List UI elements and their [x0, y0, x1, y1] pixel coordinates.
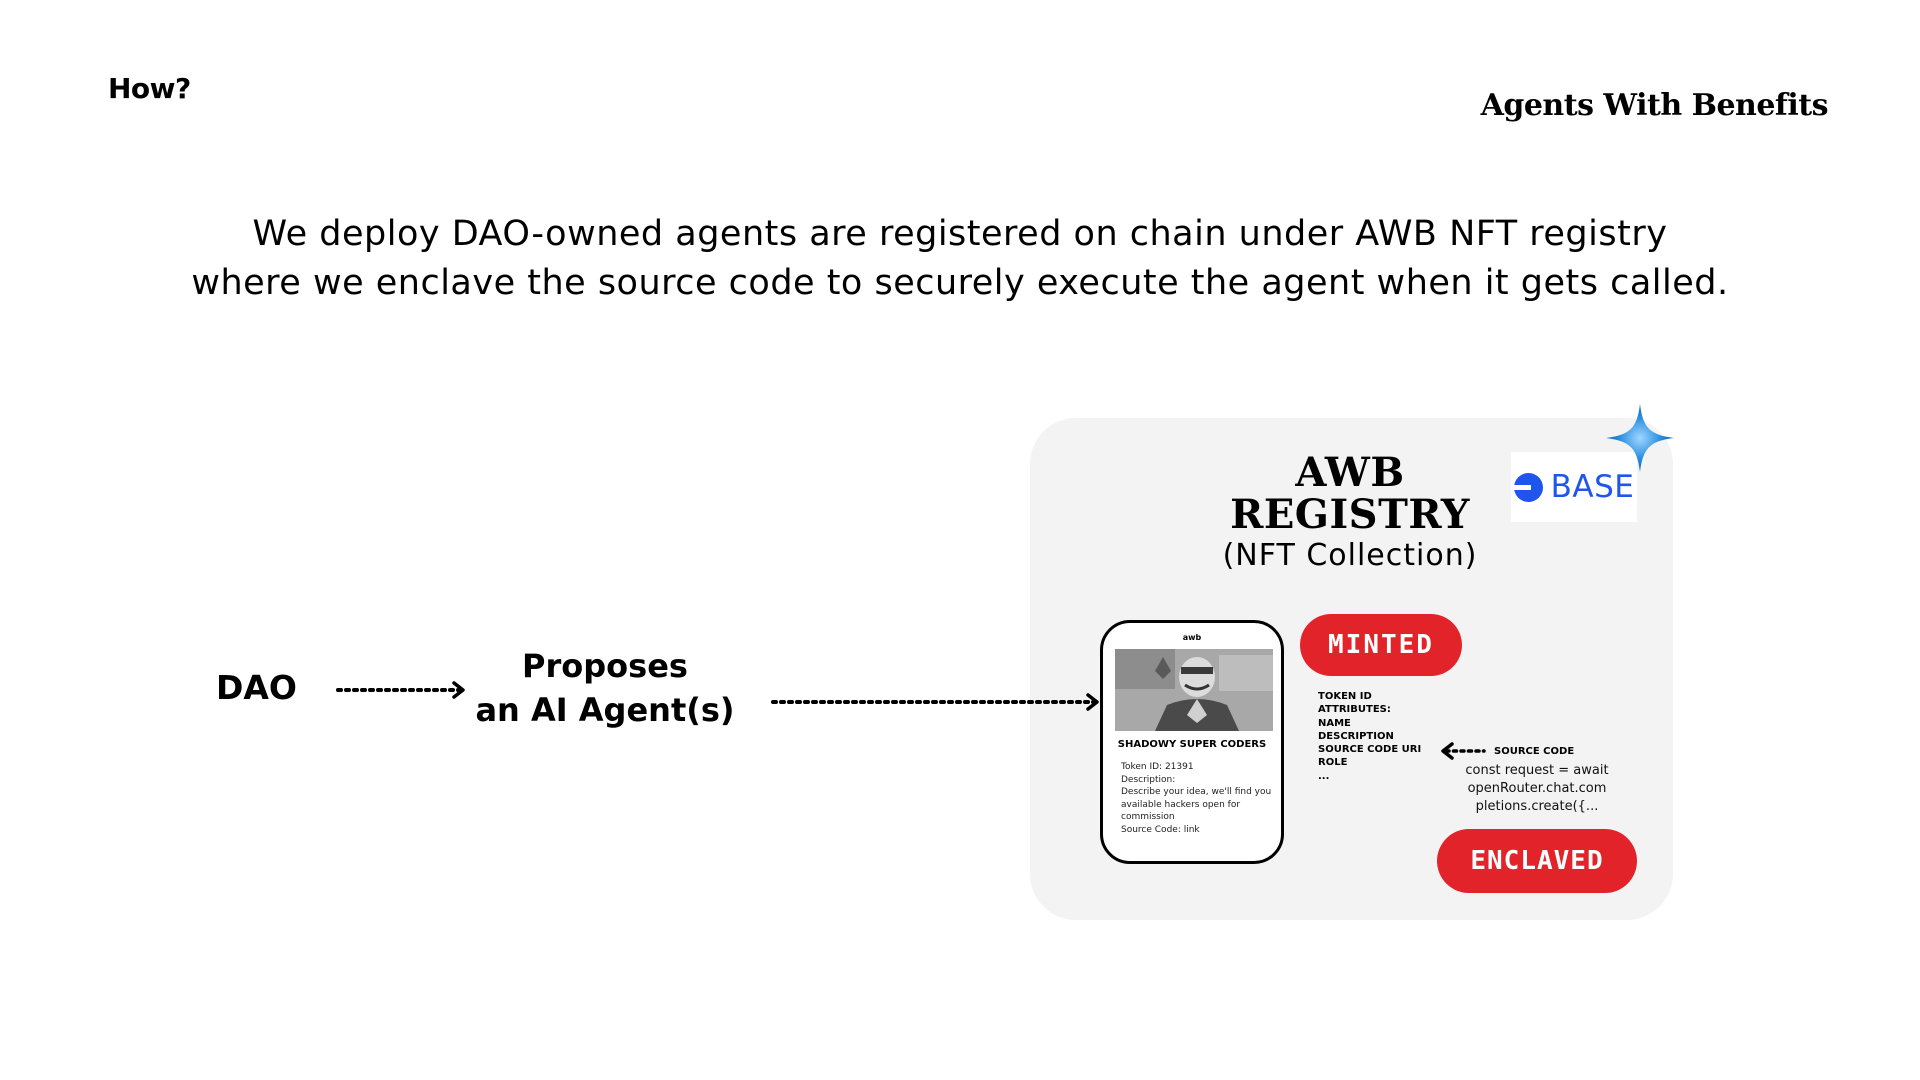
attribute-item: ATTRIBUTES:: [1318, 704, 1391, 716]
card-description: Describe your idea, we'll find you avail…: [1121, 787, 1272, 822]
attribute-item: DESCRIPTION: [1318, 730, 1394, 742]
minted-badge: MINTED: [1300, 614, 1462, 676]
card-details: Token ID: 21391 Description: Describe yo…: [1121, 761, 1273, 836]
source-code-line: openRouter.chat.com: [1467, 781, 1607, 796]
card-name: SHADOWY SUPER CODERS: [1117, 739, 1267, 750]
attribute-item: ROLE: [1318, 757, 1348, 769]
registry-title-line-1: AWB: [1295, 449, 1405, 496]
hacker-avatar-icon: [1115, 649, 1273, 731]
intro-line-2: where we enclave the source code to secu…: [191, 263, 1729, 303]
attribute-item: SOURCE CODE URI: [1318, 744, 1422, 756]
proposes-line-1: Proposes: [522, 647, 688, 685]
section-label: How?: [108, 72, 191, 105]
card-token-id: Token ID: 21391: [1121, 762, 1194, 772]
registry-title-line-2: REGISTRY: [1230, 491, 1470, 538]
card-description-label: Description:: [1121, 774, 1176, 785]
enclaved-badge: ENCLAVED: [1437, 829, 1637, 893]
sparkle-icon: [1606, 404, 1674, 472]
source-code-line: const request = await: [1465, 763, 1609, 778]
attribute-item: ...: [1318, 770, 1330, 782]
card-image: [1115, 649, 1273, 731]
proposes-line-2: an AI Agent(s): [475, 691, 735, 729]
brand-name: Agents With Benefits: [1480, 88, 1829, 123]
nft-card: awb SHADOWY SUPER CODERS Token ID: 21391…: [1100, 620, 1284, 864]
card-logo: awb: [1182, 633, 1202, 642]
intro-text: We deploy DAO-owned agents are registere…: [0, 210, 1920, 308]
arrow-dao-to-proposes: [336, 681, 465, 699]
source-code-label: SOURCE CODE: [1494, 746, 1575, 757]
registry-title: AWB REGISTRY: [1215, 452, 1485, 536]
attributes-list: TOKEN ID ATTRIBUTES: NAME DESCRIPTION SO…: [1318, 690, 1421, 783]
base-mark-icon: [1513, 472, 1543, 502]
intro-line-1: We deploy DAO-owned agents are registere…: [252, 214, 1668, 254]
source-code-snippet: const request = await openRouter.chat.co…: [1455, 762, 1619, 816]
card-source-code: Source Code: link: [1121, 824, 1200, 835]
attribute-item: TOKEN ID: [1318, 691, 1372, 702]
attribute-item: NAME: [1318, 717, 1351, 729]
registry-subtitle: (NFT Collection): [1222, 538, 1478, 573]
dao-node: DAO: [216, 668, 297, 707]
proposes-node: Proposes an AI Agent(s): [470, 644, 740, 732]
source-code-line: pletions.create({...: [1475, 799, 1599, 814]
base-logo: BASE: [1511, 452, 1637, 522]
base-label: BASE: [1550, 469, 1635, 505]
